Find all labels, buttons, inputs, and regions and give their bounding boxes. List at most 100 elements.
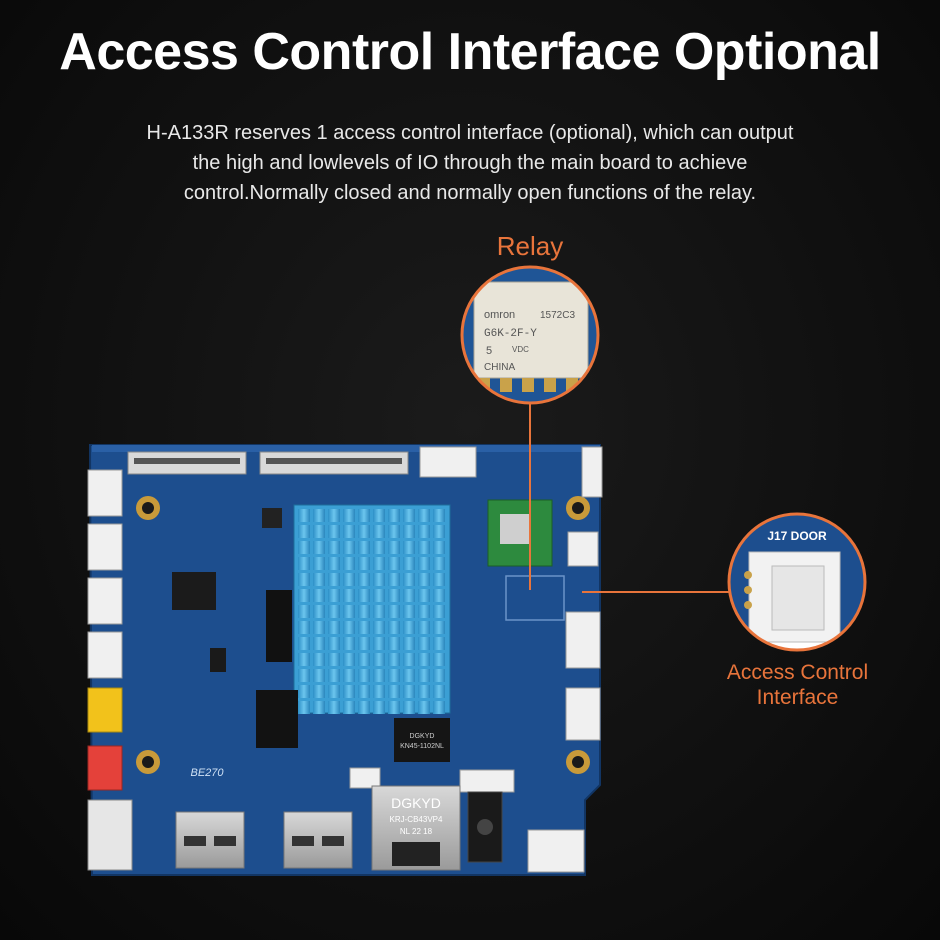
mounting-holes [136,496,590,774]
heatsink-fin [358,685,370,698]
heatsink-fin [373,573,385,586]
heatsink-fin [418,685,430,698]
heatsink-fin [313,669,325,682]
chip-model-text: KN45-1102NL [400,743,444,750]
heatsink-fin [328,701,340,714]
heatsink-fin [403,557,415,570]
heatsink-fin [433,701,445,714]
heatsink-fin [358,669,370,682]
fpc-connectors [127,451,409,475]
heatsink-fin [313,685,325,698]
heatsink-fin [433,621,445,634]
heatsink-fin [403,701,415,714]
heatsink-fin [388,589,400,602]
heatsink-fin [373,685,385,698]
relay-voltage-text: 5 [486,345,492,357]
heatsink-fin [298,557,310,570]
heatsink-fin [403,621,415,634]
heatsink-fin [388,573,400,586]
heatsink-fin [343,509,355,522]
heatsink-fin [328,653,340,666]
heatsink-fin [388,509,400,522]
ethernet-port: DGKYD KRJ-CB43VP4 NL 22 18 [371,785,461,871]
heatsink-fin [343,605,355,618]
heatsink-fin [328,589,340,602]
heatsink-fin [298,589,310,602]
access-control-label: Access Control Interface [700,660,895,710]
heatsink-fin [343,637,355,650]
heatsink-fin [298,525,310,538]
heatsink-fin [298,509,310,522]
heatsink-fin [418,637,430,650]
relay-brand-text: omron [484,309,515,321]
heatsink-fin [418,701,430,714]
heatsink-fin [373,621,385,634]
heatsink-fin [373,557,385,570]
heatsink-fin [343,653,355,666]
heatsink-fin [418,653,430,666]
heatsink-fin [313,653,325,666]
relay-model-text: G6K-2F-Y [484,328,537,340]
heatsink-fin [298,653,310,666]
heatsink-fin [433,653,445,666]
heatsink-fin [358,589,370,602]
heatsink-fin [403,541,415,554]
page-title: Access Control Interface Optional [59,23,881,81]
left-connectors [87,469,133,871]
heatsink-fin [433,541,445,554]
heatsink-fin [418,541,430,554]
board-date-text: BE270 [190,767,224,779]
heatsink-fin [298,621,310,634]
heatsink-fin [358,621,370,634]
heatsink-fin [373,605,385,618]
heatsink-fin [433,509,445,522]
heatsink-fin [373,669,385,682]
heatsink-fin [328,541,340,554]
heatsink-fin [388,621,400,634]
heatsink-fin [313,557,325,570]
heatsink-fin [388,701,400,714]
heatsink-fin [358,573,370,586]
heatsink-fin [373,653,385,666]
heatsink-fin [433,669,445,682]
chip-brand-text: DGKYD [410,733,435,740]
heatsink-fin [373,589,385,602]
relay-origin-text: CHINA [484,362,515,373]
access-control-label-line-1: Access Control [726,661,869,684]
heatsink-fin [313,621,325,634]
heatsink-fin [358,701,370,714]
heatsink-fin [388,637,400,650]
heatsink-fin [313,589,325,602]
heatsink-fin [298,669,310,682]
heatsink-fin [343,685,355,698]
heatsink-fin [388,653,400,666]
heatsink-fin [388,685,400,698]
heatsink-fin [418,557,430,570]
door-connector-text: J17 DOOR [767,529,827,543]
heatsink-fin [343,557,355,570]
relay-label: Relay [496,231,564,261]
heatsink-fin [388,557,400,570]
door-connector-zoom: J17 DOOR [727,512,867,652]
heatsink-fin [328,509,340,522]
heatsink-fin [328,621,340,634]
heatsink-fin [433,685,445,698]
heatsink-fin [358,653,370,666]
heatsink-fin [358,637,370,650]
heatsink-fin [433,557,445,570]
lan-model-text: KRJ-CB43VP4 [390,815,443,824]
heatsink-fin [358,509,370,522]
heatsink-fin [388,605,400,618]
heatsink-fin [418,605,430,618]
heatsink-fin [403,653,415,666]
description-line-3: control.Normally closed and normally ope… [183,182,757,204]
heatsink-fin [388,525,400,538]
heatsink-fin [328,669,340,682]
heatsink-fin [328,525,340,538]
heatsink-fin [313,637,325,650]
heatsink-fin [358,605,370,618]
lan-brand-text: DGKYD [391,795,441,811]
heatsink-fin [403,589,415,602]
heatsink-fin [313,525,325,538]
